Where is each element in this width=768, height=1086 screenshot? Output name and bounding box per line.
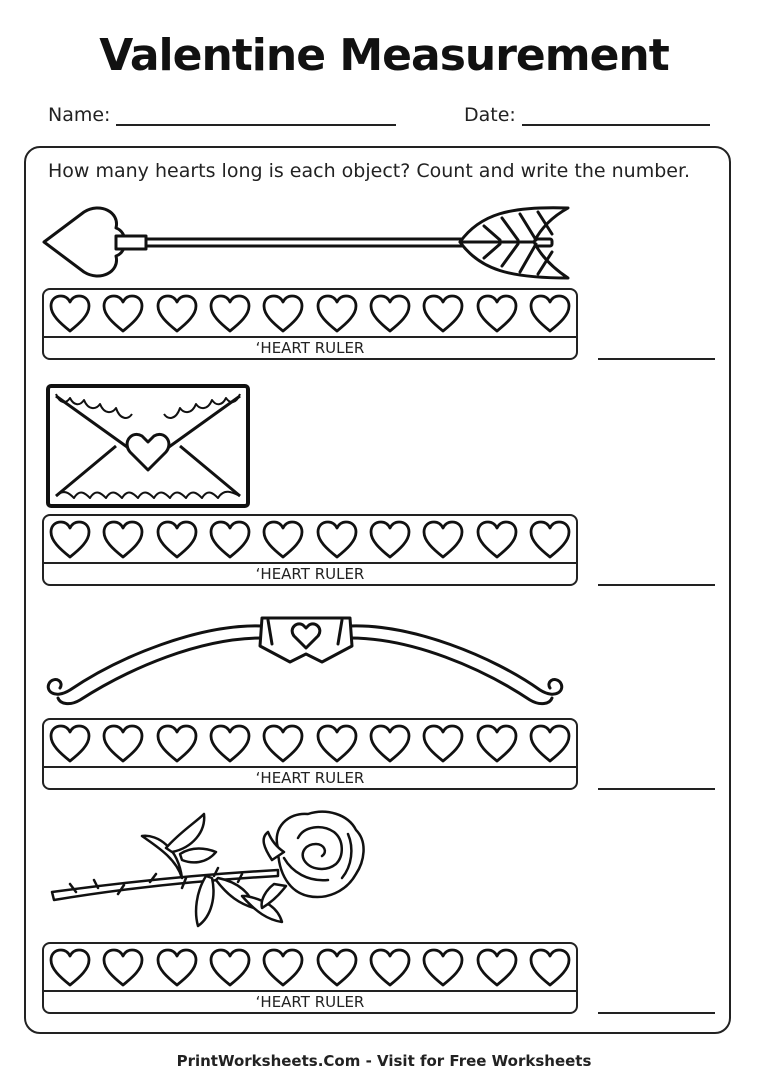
arrow-icon [42, 206, 570, 280]
heart-icon [368, 294, 412, 338]
heart-icon [475, 520, 519, 564]
name-field: Name: [48, 104, 397, 126]
footer-text: PrintWorksheets.Com - Visit for Free Wor… [176, 1052, 592, 1070]
rose-icon [50, 810, 365, 928]
heart-icon [101, 520, 145, 564]
heart-row [48, 294, 572, 338]
name-input-line[interactable] [116, 106, 397, 126]
heart-icon [208, 948, 252, 992]
heart-icon [155, 948, 199, 992]
heart-ruler: ‘HEART RULER [42, 514, 578, 586]
heart-icon [315, 948, 359, 992]
heart-icon [475, 948, 519, 992]
date-field: Date: [464, 104, 710, 126]
instruction-text: How many hearts long is each object? Cou… [48, 160, 691, 182]
date-input-line[interactable] [521, 106, 710, 126]
heart-ruler: ‘HEART RULER [42, 718, 578, 790]
answer-line-arrow[interactable] [598, 358, 715, 360]
heart-icon [261, 520, 305, 564]
ruler-label: ‘HEART RULER [44, 766, 576, 788]
heart-icon [528, 948, 572, 992]
envelope-icon [46, 384, 250, 508]
heart-icon [421, 724, 465, 768]
heart-icon [48, 948, 92, 992]
heart-icon [261, 724, 305, 768]
heart-icon [155, 724, 199, 768]
ruler-label: ‘HEART RULER [44, 990, 576, 1012]
heart-row [48, 948, 572, 992]
date-label: Date: [464, 104, 516, 126]
heart-icon [475, 294, 519, 338]
answer-line-envelope[interactable] [598, 584, 715, 586]
worksheet-panel [24, 146, 731, 1034]
heart-icon [48, 520, 92, 564]
heart-icon [155, 520, 199, 564]
heart-icon [101, 724, 145, 768]
heart-icon [101, 294, 145, 338]
ruler-label: ‘HEART RULER [44, 336, 576, 358]
heart-icon [261, 948, 305, 992]
heart-icon [368, 520, 412, 564]
bow-icon [46, 616, 564, 706]
heart-icon [421, 520, 465, 564]
heart-icon [528, 294, 572, 338]
heart-icon [261, 294, 305, 338]
name-label: Name: [48, 104, 111, 126]
heart-icon [368, 724, 412, 768]
heart-icon [421, 948, 465, 992]
answer-line-bow[interactable] [598, 788, 715, 790]
heart-icon [208, 724, 252, 768]
heart-ruler: ‘HEART RULER [42, 942, 578, 1014]
heart-icon [48, 724, 92, 768]
heart-icon [475, 724, 519, 768]
heart-icon [528, 724, 572, 768]
heart-icon [208, 294, 252, 338]
heart-ruler: ‘HEART RULER [42, 288, 578, 360]
heart-icon [315, 520, 359, 564]
worksheet-title: Valentine Measurement [99, 30, 670, 81]
heart-icon [48, 294, 92, 338]
heart-row [48, 724, 572, 768]
heart-icon [155, 294, 199, 338]
heart-icon [208, 520, 252, 564]
heart-icon [528, 520, 572, 564]
heart-row [48, 520, 572, 564]
ruler-label: ‘HEART RULER [44, 562, 576, 584]
answer-line-rose[interactable] [598, 1012, 715, 1014]
heart-icon [101, 948, 145, 992]
heart-icon [315, 294, 359, 338]
heart-icon [315, 724, 359, 768]
heart-icon [368, 948, 412, 992]
heart-icon [421, 294, 465, 338]
